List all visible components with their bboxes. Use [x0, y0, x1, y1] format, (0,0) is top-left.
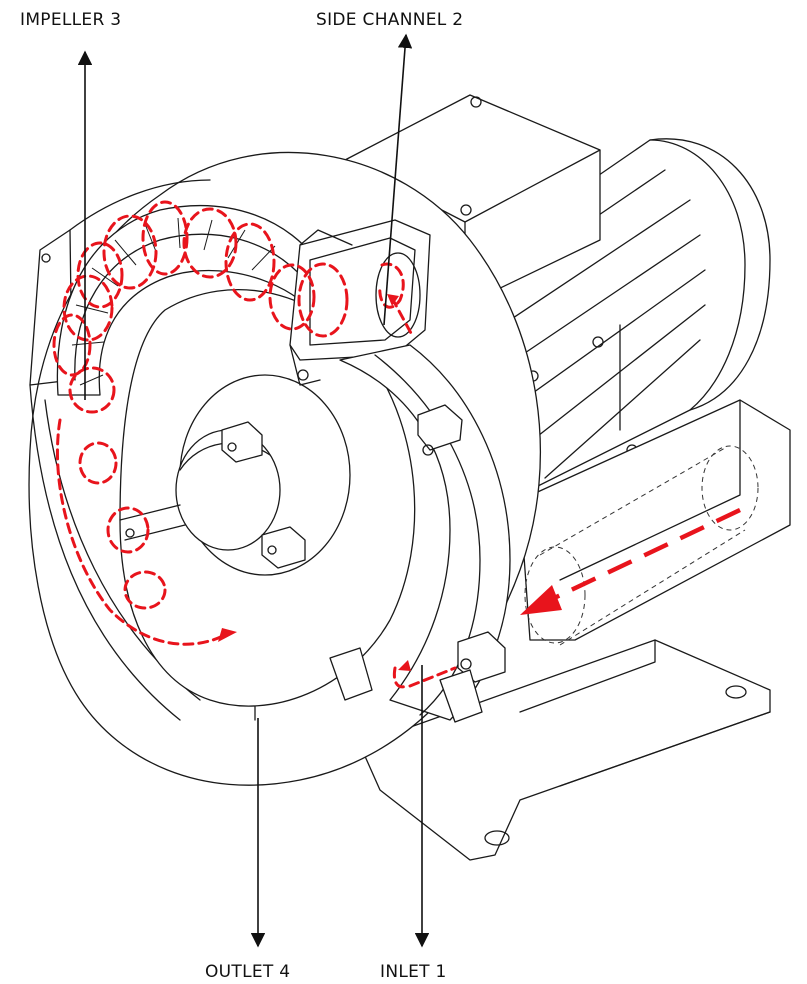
flow-arrowhead-outlet: [218, 628, 237, 642]
impeller-flow-loops: [52, 200, 349, 646]
flow-arrowhead-small: [398, 660, 411, 671]
inlet-label: INLET 1: [380, 962, 447, 982]
side-channel-pointer: [383, 33, 413, 326]
callout-pointers: [77, 33, 430, 948]
flow-arrowhead-inlet: [520, 585, 562, 615]
front-plate: [119, 289, 416, 707]
impeller-label: IMPELLER 3: [20, 10, 122, 30]
outlet-label: OUTLET 4: [205, 962, 291, 982]
side-channel-label: SIDE CHANNEL 2: [316, 10, 464, 30]
airflow-path: [52, 200, 741, 689]
side-plate-clamps: [329, 344, 511, 723]
